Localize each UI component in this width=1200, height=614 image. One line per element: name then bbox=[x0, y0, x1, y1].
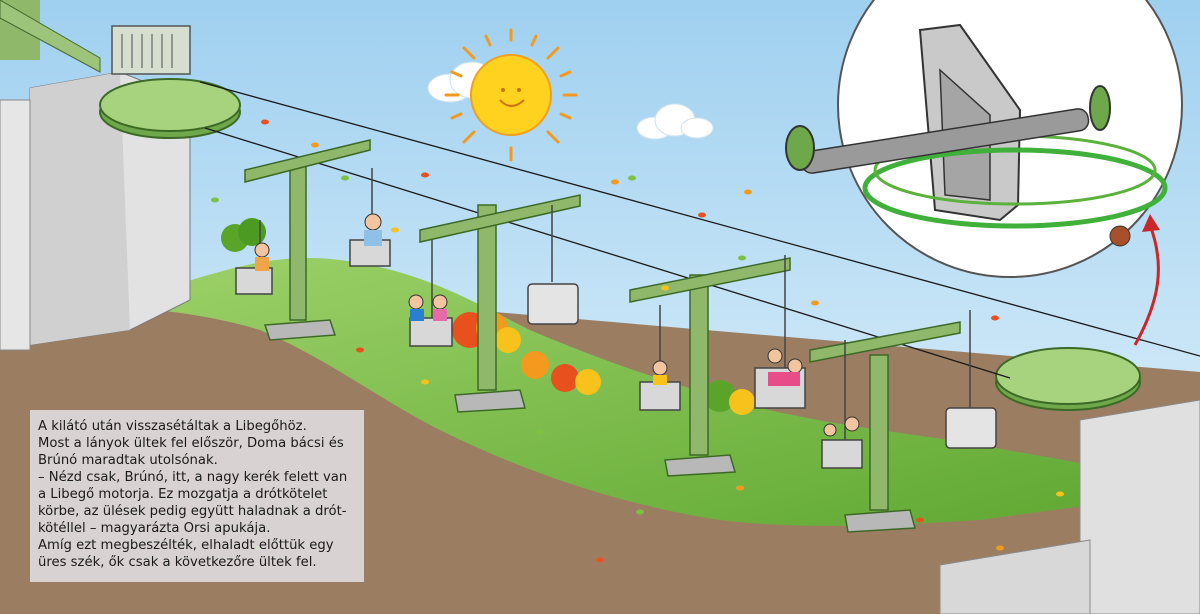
cloud-right bbox=[636, 103, 714, 140]
caption-line: Amíg ezt megbeszélték, elhaladt előttük … bbox=[38, 538, 334, 553]
tower-1 bbox=[244, 139, 371, 341]
tower-3 bbox=[629, 257, 791, 477]
sun bbox=[444, 28, 578, 162]
caption-line: Most a lányok ültek fel először, Doma bá… bbox=[38, 436, 344, 451]
chair-empty-2 bbox=[945, 310, 997, 449]
caption-line: a Libegő motorja. Ez mozgatja a drótköte… bbox=[38, 487, 328, 502]
motor-detail-zoom bbox=[785, 0, 1183, 278]
caption-line: – Nézd csak, Brúnó, itt, a nagy kerék fe… bbox=[38, 470, 348, 485]
tower-2 bbox=[419, 194, 581, 413]
chairs bbox=[235, 168, 997, 469]
chair-6 bbox=[821, 340, 863, 469]
caption-line: A kilátó után visszasétáltak a Libegőhöz… bbox=[38, 419, 307, 434]
chair-3 bbox=[409, 240, 453, 347]
passengers bbox=[254, 213, 860, 437]
pointer-arrow bbox=[1133, 224, 1160, 346]
story-caption: A kilátó után visszasétáltak a Libegőhöz… bbox=[30, 410, 364, 582]
caption-line: üres szék, ők csak a következőre ültek f… bbox=[38, 555, 317, 570]
right-station bbox=[939, 347, 1200, 614]
caption-line: kötéllel – magyarázta Orsi apukája. bbox=[38, 521, 271, 536]
motor-housing bbox=[111, 25, 191, 75]
chair-empty-1 bbox=[527, 205, 579, 325]
caption-line: körbe, az ülések pedig együtt haladnak a… bbox=[38, 504, 347, 519]
tower-4 bbox=[809, 321, 961, 533]
caption-line: Brúnó maradtak utolsónak. bbox=[38, 453, 218, 468]
arrow-head bbox=[1142, 214, 1160, 232]
chair-4 bbox=[639, 305, 681, 411]
grass-slope bbox=[110, 258, 1120, 526]
chair-1 bbox=[235, 220, 273, 295]
left-station bbox=[0, 0, 241, 351]
haul-cables bbox=[199, 81, 1200, 379]
towers bbox=[244, 139, 961, 533]
